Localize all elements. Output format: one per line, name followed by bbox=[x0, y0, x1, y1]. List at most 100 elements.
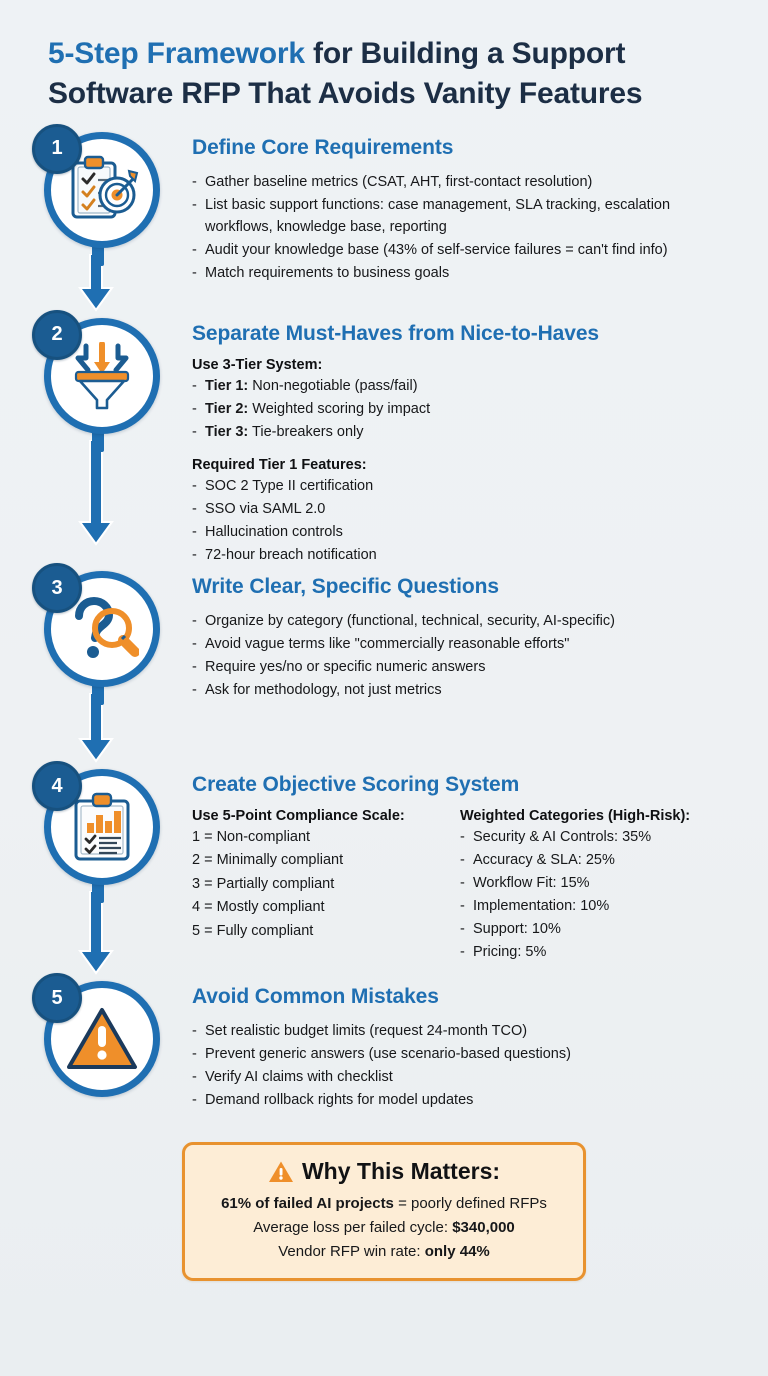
bullet-item: Implementation: 10% bbox=[460, 895, 734, 917]
bullet-item: Workflow Fit: 15% bbox=[460, 872, 734, 894]
step-1-body: Define Core Requirements Gather baseline… bbox=[192, 130, 768, 285]
list-item: 5 = Fully compliant bbox=[192, 922, 314, 939]
step-5-body: Avoid Common Mistakes Set realistic budg… bbox=[192, 979, 768, 1112]
step-2-connector-arrow bbox=[78, 439, 114, 546]
step-2-heading: Separate Must-Haves from Nice-to-Haves bbox=[192, 321, 600, 345]
tier-label: Tier 3: bbox=[205, 423, 249, 440]
bullet-item: 72-hour breach notification bbox=[192, 544, 734, 566]
callout-line-2: Average loss per failed cycle: $340,000 bbox=[203, 1216, 565, 1240]
step-1-marker: 1 bbox=[32, 123, 160, 266]
callout-title-row: Why This Matters: bbox=[203, 1158, 565, 1185]
step-3: 3 Write Clear, Specific Questions Organi… bbox=[0, 563, 768, 765]
step-2-tier-list: Tier 1: Non-negotiable (pass/fail) Tier … bbox=[192, 375, 734, 443]
bullet-item: Tier 1: Non-negotiable (pass/fail) bbox=[192, 375, 734, 397]
weighted-categories-head: Weighted Categories (High-Risk): bbox=[460, 808, 691, 824]
bullet-item: Hallucination controls bbox=[192, 521, 734, 543]
spacer bbox=[192, 444, 734, 457]
warning-triangle-icon bbox=[268, 1161, 293, 1182]
step-2-feature-list: SOC 2 Type II certification SSO via SAML… bbox=[192, 475, 734, 566]
title-line-1: 5-Step Framework for Building a Support bbox=[48, 34, 724, 74]
tier-label: Tier 2: bbox=[205, 400, 249, 417]
callout-stat-1: 61% of failed AI projects bbox=[221, 1195, 394, 1213]
why-this-matters-section: Why This Matters: 61% of failed AI proje… bbox=[0, 1142, 768, 1282]
callout-title-text: Why This Matters: bbox=[301, 1158, 501, 1185]
bullet-item: Require yes/no or specific numeric answe… bbox=[192, 656, 734, 678]
tier-text: Non-negotiable (pass/fail) bbox=[248, 377, 418, 394]
step-2-marker: 2 bbox=[32, 309, 160, 452]
step-5-rail: 5 bbox=[0, 973, 192, 1103]
step-3-body: Write Clear, Specific Questions Organize… bbox=[192, 569, 768, 702]
step-4-connector-arrow bbox=[78, 891, 114, 975]
step-3-number: 3 bbox=[32, 563, 82, 613]
callout-line-1: 61% of failed AI projects = poorly defin… bbox=[203, 1192, 565, 1216]
callout-stat-2: $340,000 bbox=[452, 1218, 515, 1236]
bullet-item: Gather baseline metrics (CSAT, AHT, firs… bbox=[192, 171, 734, 193]
step-3-bullets: Organize by category (functional, techni… bbox=[192, 610, 734, 701]
bullet-item: List basic support functions: case manag… bbox=[192, 194, 734, 238]
step-2-group-b-head: Required Tier 1 Features: bbox=[192, 456, 367, 473]
weighted-categories-list: Security & AI Controls: 35% Accuracy & S… bbox=[460, 826, 734, 963]
bullet-item: Pricing: 5% bbox=[460, 941, 734, 963]
step-1-bullets: Gather baseline metrics (CSAT, AHT, firs… bbox=[192, 171, 734, 284]
callout-text-1: = poorly defined RFPs bbox=[393, 1195, 547, 1213]
bullet-item: Tier 2: Weighted scoring by impact bbox=[192, 398, 734, 420]
title-line-2: Software RFP That Avoids Vanity Features bbox=[48, 76, 643, 110]
callout-box: Why This Matters: 61% of failed AI proje… bbox=[182, 1142, 586, 1282]
step-1-rail: 1 bbox=[0, 123, 192, 314]
callout-line-3: Vendor RFP win rate: only 44% bbox=[203, 1240, 565, 1264]
bullet-item: Set realistic budget limits (request 24-… bbox=[192, 1020, 734, 1042]
warning-triangle-icon bbox=[44, 981, 160, 1097]
step-5-marker: 5 bbox=[32, 973, 160, 1103]
bullet-item: Organize by category (functional, techni… bbox=[192, 610, 734, 632]
step-2-number: 2 bbox=[32, 309, 82, 360]
clipboard-chart-icon bbox=[44, 769, 160, 885]
step-2: 2 Separate Must-Haves from Nice-to-Haves… bbox=[0, 309, 768, 567]
clipboard-target-icon bbox=[44, 132, 160, 248]
compliance-scale-head: Use 5-Point Compliance Scale: bbox=[192, 808, 405, 824]
callout-text-2: Average loss per failed cycle: bbox=[253, 1218, 453, 1236]
callout-stat-3: only 44% bbox=[424, 1242, 490, 1260]
step-2-body: Separate Must-Haves from Nice-to-Haves U… bbox=[192, 316, 768, 567]
step-4-number: 4 bbox=[32, 761, 82, 811]
title-accent: 5-Step Framework bbox=[48, 37, 305, 70]
list-item: 3 = Partially compliant bbox=[192, 875, 335, 892]
step-1-number: 1 bbox=[32, 123, 82, 174]
bullet-item: SOC 2 Type II certification bbox=[192, 475, 734, 497]
tier-text: Tie-breakers only bbox=[248, 423, 364, 440]
page-title: 5-Step Framework for Building a Support … bbox=[0, 0, 768, 114]
step-1: 1 Define Core Requirements Gather baseli… bbox=[0, 123, 768, 314]
steps-list: 1 Define Core Requirements Gather baseli… bbox=[0, 123, 768, 1112]
compliance-scale-column: Use 5-Point Compliance Scale: 1 = Non-co… bbox=[192, 808, 438, 964]
list-item: 1 = Non-compliant bbox=[192, 829, 311, 845]
weighted-categories-column: Weighted Categories (High-Risk): Securit… bbox=[460, 808, 734, 964]
step-3-rail: 3 bbox=[0, 563, 192, 765]
bullet-item: Demand rollback rights for model updates bbox=[192, 1089, 734, 1111]
bullet-item: Verify AI claims with checklist bbox=[192, 1066, 734, 1088]
step-5: 5 Avoid Common Mistakes Set realistic bu… bbox=[0, 973, 768, 1112]
bullet-item: Security & AI Controls: 35% bbox=[460, 826, 734, 848]
bullet-item: Prevent generic answers (use scenario-ba… bbox=[192, 1043, 734, 1065]
list-item: 2 = Minimally compliant bbox=[192, 852, 344, 869]
step-4-rail: 4 bbox=[0, 761, 192, 977]
bullet-item: Support: 10% bbox=[460, 918, 734, 940]
bullet-item: Accuracy & SLA: 25% bbox=[460, 849, 734, 871]
step-4-heading: Create Objective Scoring System bbox=[192, 773, 520, 796]
step-1-heading: Define Core Requirements bbox=[192, 135, 454, 159]
step-4-body: Create Objective Scoring System Use 5-Po… bbox=[192, 767, 768, 964]
step-4: 4 Create Objective Scoring System Use 5-… bbox=[0, 761, 768, 977]
step-2-group-a-head: Use 3-Tier System: bbox=[192, 356, 323, 373]
tier-label: Tier 1: bbox=[205, 377, 249, 394]
scoring-columns: Use 5-Point Compliance Scale: 1 = Non-co… bbox=[192, 808, 734, 964]
question-magnifier-icon bbox=[44, 571, 160, 687]
callout-text-3: Vendor RFP win rate: bbox=[278, 1242, 425, 1260]
step-5-number: 5 bbox=[32, 973, 82, 1023]
bullet-item: Audit your knowledge base (43% of self-s… bbox=[192, 239, 734, 261]
bullet-item: Ask for methodology, not just metrics bbox=[192, 679, 734, 701]
step-5-bullets: Set realistic budget limits (request 24-… bbox=[192, 1020, 734, 1111]
bullet-item: SSO via SAML 2.0 bbox=[192, 498, 734, 520]
bullet-item: Match requirements to business goals bbox=[192, 262, 734, 284]
list-item: 4 = Mostly compliant bbox=[192, 899, 325, 916]
compliance-scale-list: 1 = Non-compliant 2 = Minimally complian… bbox=[192, 826, 438, 943]
bullet-item: Tier 3: Tie-breakers only bbox=[192, 421, 734, 443]
